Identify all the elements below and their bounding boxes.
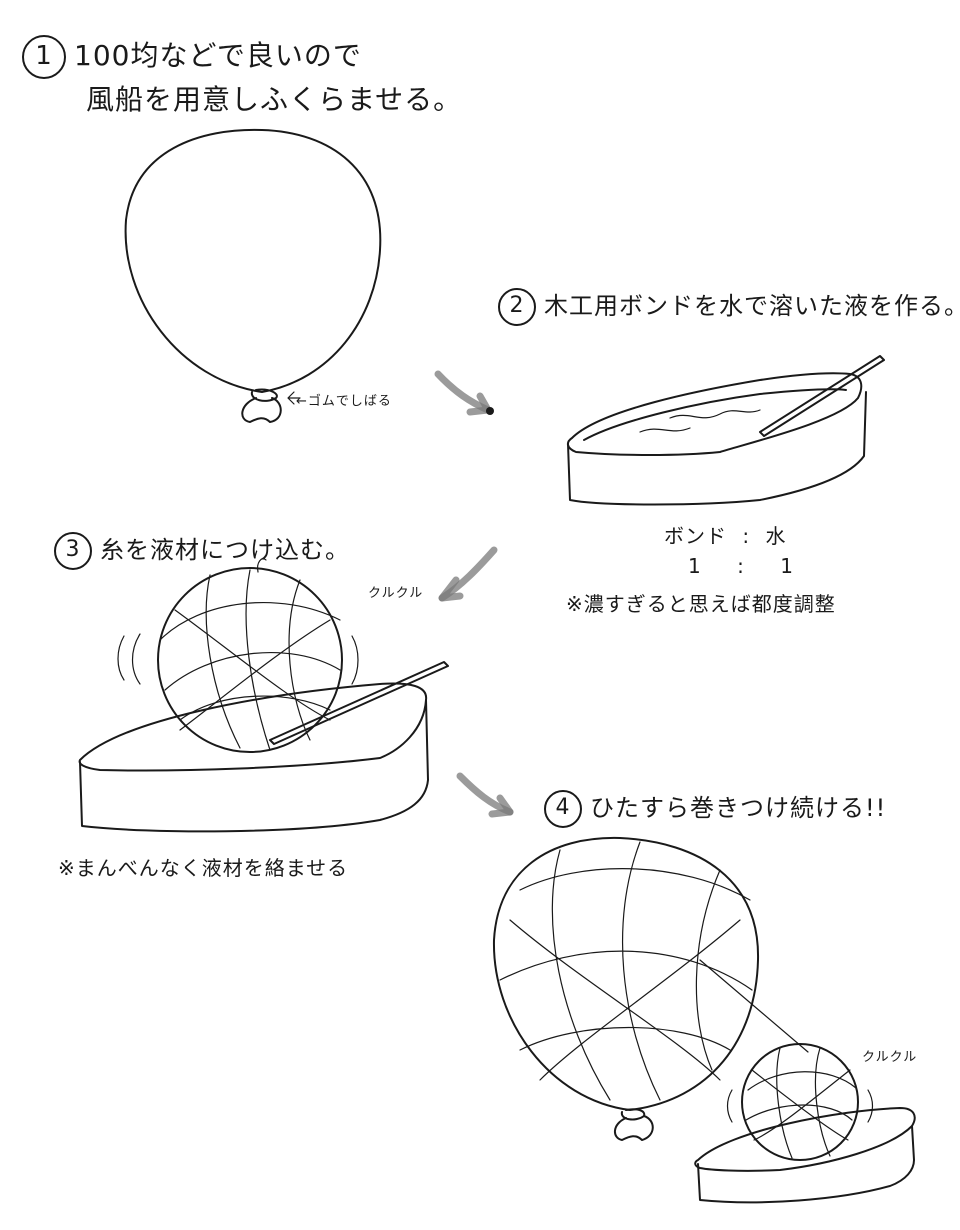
arrow-step3-to-step4 xyxy=(456,772,514,818)
step2-heading: 2 木工用ボンドを水で溶いた液を作る。 xyxy=(498,286,960,326)
step3-note: ※まんべんなく液材を絡ませる xyxy=(58,856,349,880)
step3-number: 3 xyxy=(54,532,92,570)
ratio-header-sep: : xyxy=(742,524,751,548)
ratio-header: ボンド : 水 xyxy=(664,520,786,549)
balloon-tie-note: ←ゴムでしばる xyxy=(296,394,392,409)
wrapped-balloon xyxy=(492,836,809,1141)
step1-line1-text: 100均などで良いので xyxy=(74,39,362,72)
ratio-values: 1 : 1 xyxy=(688,554,794,578)
ratio-adjust-note: ※濃すぎると思えば都度調整 xyxy=(566,592,836,616)
step4-text: ひたすら巻きつけ続ける!! xyxy=(590,794,887,822)
ratio-header-right: 水 xyxy=(765,524,787,548)
small-tray-with-yarn xyxy=(694,1043,916,1204)
ratio-value-left: 1 xyxy=(688,554,702,578)
step1-number: 1 xyxy=(22,35,66,79)
ratio-header-left: ボンド xyxy=(664,524,727,548)
step4-heading: 4 ひたすら巻きつけ続ける!! xyxy=(544,788,886,828)
step3-text: 糸を液材につけ込む。 xyxy=(100,536,350,564)
tray-with-glue-solution xyxy=(566,355,885,506)
tray-with-yarn-ball xyxy=(78,558,449,833)
balloon-illustration xyxy=(124,128,382,423)
arrow-step1-to-step2 xyxy=(434,370,494,416)
step2-number: 2 xyxy=(498,288,536,326)
step1-line2: 風船を用意しふくらませる。 xyxy=(86,83,463,116)
ratio-value-right: 1 xyxy=(780,554,794,578)
spin-label-step4: クルクル xyxy=(862,1050,918,1065)
step4-number: 4 xyxy=(544,790,582,828)
step3-heading: 3 糸を液材につけ込む。 xyxy=(54,530,350,570)
spin-label-step3: クルクル xyxy=(368,586,424,601)
step2-text: 木工用ボンドを水で溶いた液を作る。 xyxy=(544,292,960,320)
ratio-value-sep: : xyxy=(737,554,745,578)
arrow-step2-to-step3 xyxy=(438,546,498,602)
